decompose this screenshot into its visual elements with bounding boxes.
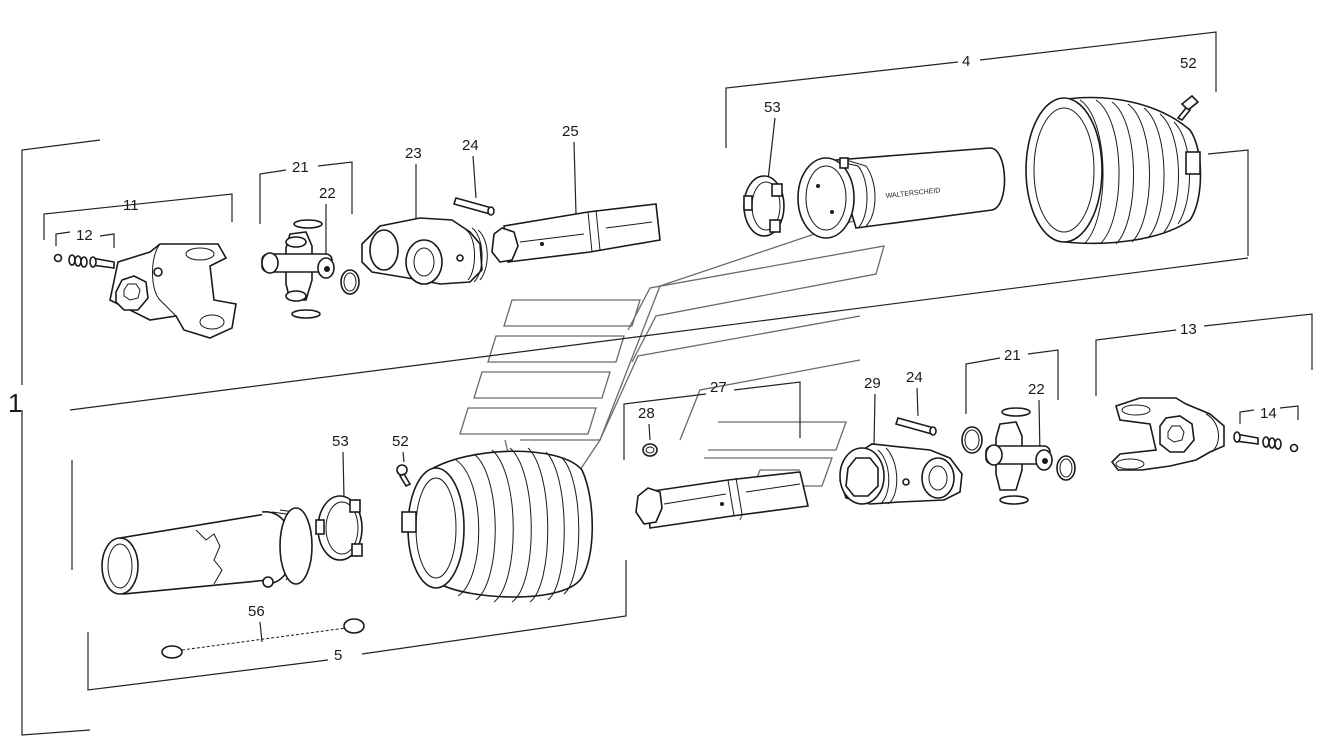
label-21-upper: 21	[292, 159, 309, 176]
label-1: 1	[8, 388, 22, 418]
callout-13: 13	[1095, 313, 1313, 396]
label-52-lower: 52	[392, 433, 409, 450]
label-56: 56	[248, 603, 265, 620]
leader-24-lower	[916, 387, 919, 417]
callout-5: 5	[71, 460, 627, 691]
yoke-left	[109, 243, 237, 339]
label-24-upper: 24	[462, 137, 479, 154]
label-53-lower: 53	[332, 433, 349, 450]
callout-12: 12	[55, 227, 115, 248]
label-25: 25	[562, 123, 579, 140]
pin-upper	[452, 197, 495, 216]
inner-yoke	[361, 217, 488, 285]
label-14: 14	[1260, 405, 1277, 422]
callout-27: 27	[623, 379, 801, 460]
label-28: 28	[638, 405, 655, 422]
leader-53-upper	[767, 117, 776, 181]
label-22-lower: 22	[1028, 381, 1045, 398]
bellows-upper	[1025, 96, 1202, 245]
label-11: 11	[123, 197, 139, 214]
label-22-upper: 22	[319, 185, 336, 202]
callout-4: 4	[725, 31, 1249, 256]
leader-56	[259, 621, 263, 643]
screw-upper	[1176, 94, 1200, 122]
label-53-upper: 53	[764, 99, 781, 116]
label-52-upper: 52	[1180, 55, 1197, 72]
bolt-set-left	[53, 253, 115, 269]
guard-tube-lower	[101, 507, 313, 595]
leader-24-upper	[472, 155, 477, 199]
leader-28	[648, 423, 651, 441]
label-4: 4	[962, 53, 970, 70]
callout-11: 11	[43, 193, 233, 240]
assembly-bracket: 1	[8, 139, 101, 736]
callout-21-upper: 21	[259, 159, 353, 224]
leader-25	[573, 141, 577, 215]
screw-lower	[396, 464, 412, 488]
bearing-ring-lower	[315, 495, 363, 561]
safety-chain	[161, 618, 365, 659]
label-21-lower: 21	[1004, 347, 1021, 364]
half-divider-line	[69, 257, 1249, 411]
bearing-ring-upper	[743, 175, 785, 237]
inner-tube	[491, 203, 661, 263]
bolt-set-right	[1233, 431, 1299, 453]
leader-52-lower	[402, 451, 405, 463]
guard-tube-upper: WALTERSCHEID	[797, 147, 1006, 239]
label-12: 12	[76, 227, 93, 244]
outer-tube	[635, 471, 809, 529]
bellows-lower	[401, 447, 594, 603]
leader-53-lower	[342, 451, 345, 499]
label-5: 5	[334, 647, 342, 664]
pin-lower	[894, 417, 937, 436]
label-24-lower: 24	[906, 369, 923, 386]
label-29: 29	[864, 375, 881, 392]
callout-14: 14	[1239, 405, 1299, 424]
label-27: 27	[710, 379, 727, 396]
cross-kit-upper	[261, 219, 360, 319]
cross-kit-lower	[961, 407, 1076, 505]
label-13: 13	[1180, 321, 1197, 338]
outer-yoke	[839, 443, 963, 505]
callout-21-lower: 21	[965, 347, 1059, 414]
leader-29	[873, 393, 876, 447]
grease-nipple	[642, 443, 658, 457]
yoke-right	[1110, 397, 1225, 471]
label-23: 23	[405, 145, 422, 162]
